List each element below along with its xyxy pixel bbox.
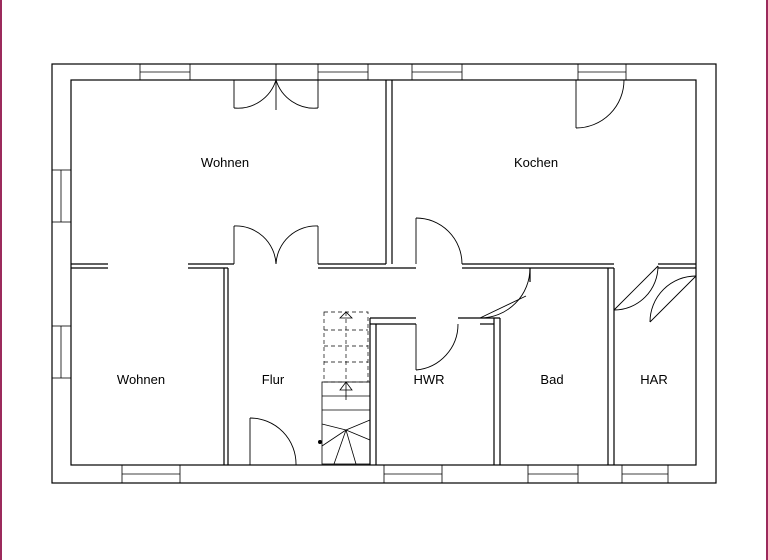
room-label-kochen: Kochen — [514, 155, 558, 170]
room-label-wohnen-bottom: Wohnen — [117, 372, 165, 387]
windows-bottom — [121, 464, 669, 484]
left-accent-border — [0, 0, 2, 560]
room-label-har: HAR — [640, 372, 667, 387]
outer-walls — [51, 63, 717, 484]
double-door-top — [233, 64, 319, 110]
room-label-wohnen-top: Wohnen — [201, 155, 249, 170]
room-label-flur: Flur — [262, 372, 285, 387]
room-label-hwr: HWR — [413, 372, 444, 387]
interior-walls — [71, 80, 696, 465]
doors — [233, 79, 697, 466]
room-label-bad: Bad — [540, 372, 563, 387]
staircase — [318, 311, 371, 465]
right-accent-border — [766, 0, 768, 560]
windows-top — [139, 63, 627, 81]
windows-left — [51, 169, 72, 379]
